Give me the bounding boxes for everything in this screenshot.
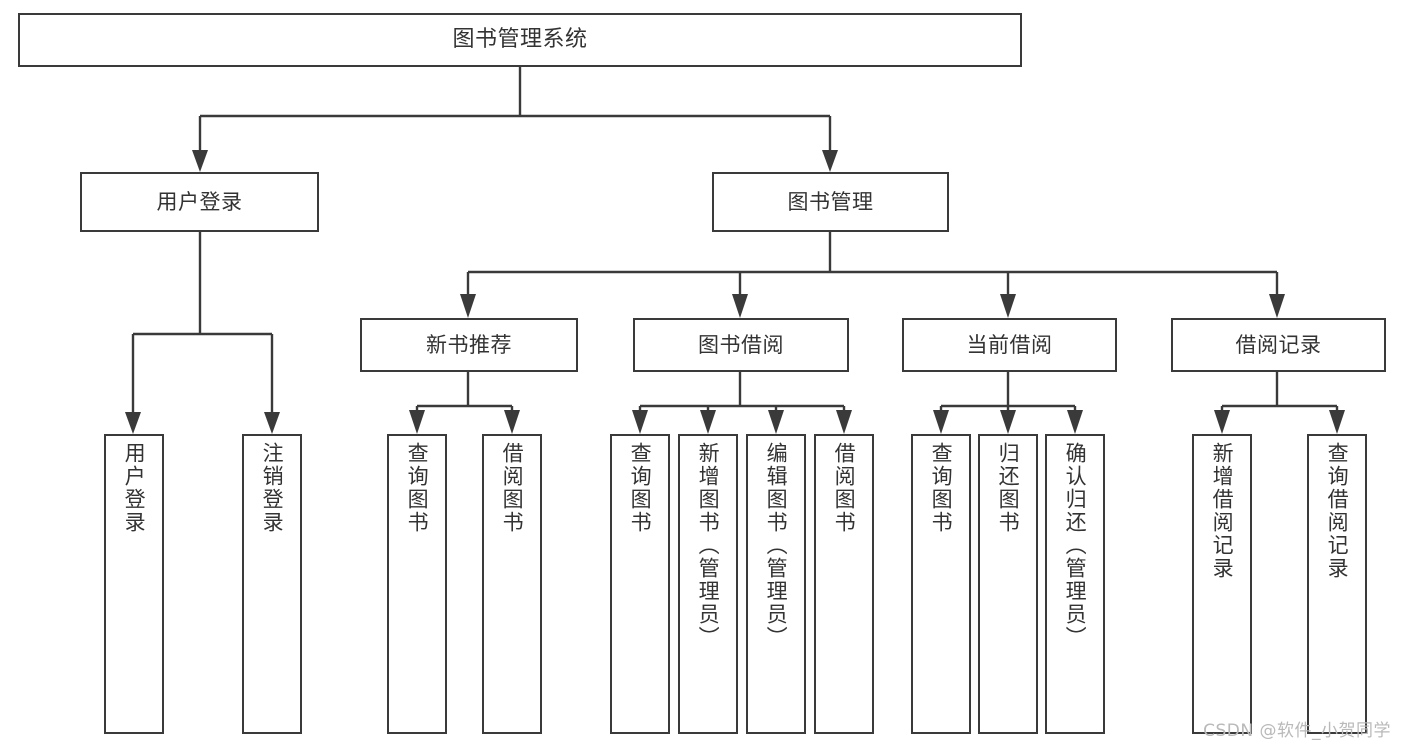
node-label: 借阅记录 <box>1235 332 1322 357</box>
node-leaf-borrow-query-book[interactable]: 查询图书 <box>610 434 670 734</box>
arrowhead-leaf-current-borrow-1 <box>933 410 949 434</box>
arrowhead-leaf-borrow-book-4 <box>836 410 852 434</box>
node-book-management[interactable]: 图书管理 <box>712 172 949 232</box>
node-leaf-current-query-book[interactable]: 查询图书 <box>911 434 971 734</box>
arrowhead-book-manage <box>822 150 838 172</box>
node-label: 编辑图书（管理员） <box>764 442 789 649</box>
node-book-borrow[interactable]: 图书借阅 <box>633 318 849 372</box>
node-label: 确认归还（管理员） <box>1063 442 1088 649</box>
arrowhead-new-book <box>460 294 476 318</box>
node-leaf-borrow-edit-book[interactable]: 编辑图书（管理员） <box>746 434 806 734</box>
arrowhead-leaf-new-book-1 <box>409 410 425 434</box>
node-label: 图书借阅 <box>698 332 784 357</box>
node-label: 查询图书 <box>405 442 430 534</box>
arrowhead-leaf-new-book-2 <box>504 410 520 434</box>
node-label: 当前借阅 <box>966 332 1053 357</box>
node-user-login[interactable]: 用户登录 <box>80 172 319 232</box>
node-label: 借阅图书 <box>832 442 857 534</box>
node-leaf-current-confirm-return[interactable]: 确认归还（管理员） <box>1045 434 1105 734</box>
arrowhead-borrow-book <box>732 294 748 318</box>
arrowhead-leaf-borrow-book-2 <box>700 410 716 434</box>
arrowhead-leaf-borrow-book-3 <box>768 410 784 434</box>
arrowhead-leaf-current-borrow-3 <box>1067 410 1083 434</box>
node-leaf-user-login-signin[interactable]: 用户登录 <box>104 434 164 734</box>
node-label: 新书推荐 <box>426 332 512 357</box>
node-label: 图书管理 <box>787 189 874 214</box>
node-leaf-borrow-add-book[interactable]: 新增图书（管理员） <box>678 434 738 734</box>
node-new-book-recommend[interactable]: 新书推荐 <box>360 318 578 372</box>
node-leaf-new-book-query[interactable]: 查询图书 <box>387 434 447 734</box>
node-leaf-record-add[interactable]: 新增借阅记录 <box>1192 434 1252 734</box>
node-leaf-record-query[interactable]: 查询借阅记录 <box>1307 434 1367 734</box>
node-leaf-current-return-book[interactable]: 归还图书 <box>978 434 1038 734</box>
node-label: 查询图书 <box>628 442 653 534</box>
arrowhead-user-login <box>192 150 208 172</box>
arrowhead-leaf-borrow-book-1 <box>632 410 648 434</box>
arrowhead-leaf-borrow-record-2 <box>1329 410 1345 434</box>
node-leaf-borrow-borrow-book[interactable]: 借阅图书 <box>814 434 874 734</box>
node-label: 注销登录 <box>260 442 285 534</box>
node-label: 用户登录 <box>122 442 147 534</box>
arrowhead-leaf-current-borrow-2 <box>1000 410 1016 434</box>
node-root-system[interactable]: 图书管理系统 <box>18 13 1022 67</box>
node-label: 图书管理系统 <box>452 27 588 53</box>
node-label: 查询图书 <box>929 442 954 534</box>
node-label: 借阅图书 <box>500 442 525 534</box>
node-label: 用户登录 <box>156 189 243 214</box>
node-leaf-user-login-signout[interactable]: 注销登录 <box>242 434 302 734</box>
node-label: 归还图书 <box>996 442 1021 534</box>
node-label: 新增借阅记录 <box>1210 442 1235 580</box>
arrowhead-current-borrow <box>1000 294 1016 318</box>
arrowhead-leaf-user-login-2 <box>264 412 280 434</box>
arrowhead-leaf-user-login-1 <box>125 412 141 434</box>
node-current-borrow[interactable]: 当前借阅 <box>902 318 1117 372</box>
node-leaf-new-book-borrow[interactable]: 借阅图书 <box>482 434 542 734</box>
arrowhead-borrow-record <box>1269 294 1285 318</box>
node-label: 查询借阅记录 <box>1325 442 1350 580</box>
node-borrow-record[interactable]: 借阅记录 <box>1171 318 1386 372</box>
node-label: 新增图书（管理员） <box>696 442 721 649</box>
arrowhead-leaf-borrow-record-1 <box>1214 410 1230 434</box>
watermark-text: CSDN @软件_小贺同学 <box>1203 721 1391 741</box>
